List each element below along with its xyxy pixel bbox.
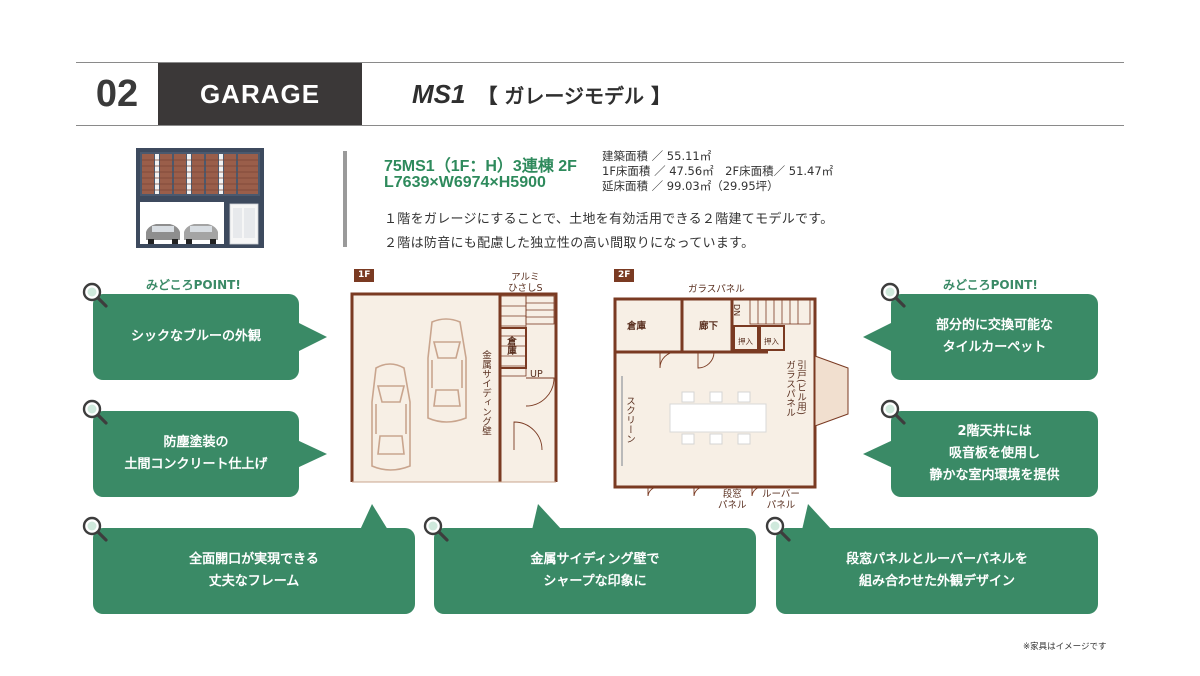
spec-building-area: 建築面積 ／ 55.11㎡ [602,149,712,163]
magnifier-icon [880,282,906,308]
plan-2f-step-window-label: 段窓 パネル [718,489,747,511]
callout-left-2: 防塵塗装の 土間コンクリート仕上げ [93,411,299,497]
callout-text: 全面開口が実現できる 丈夫なフレーム [189,552,319,589]
model-heading: MS1 【 ガレージモデル 】 [412,78,671,110]
callout-text: 段窓パネルとルーバーパネルを 組み合わせた外観デザイン [846,552,1028,589]
magnifier-icon [423,516,449,542]
magnifier-icon [765,516,791,542]
plan-2f-louver-label: ルーバー パネル [762,489,800,511]
header-top-rule [76,62,1124,63]
header-bottom-rule [76,125,1124,126]
model-name: 【 ガレージモデル 】 [477,83,671,108]
car-1 [146,224,180,244]
callout-right-2: 2階天井には 吸音板を使用し 静かな室内環境を提供 [891,411,1098,497]
callout-right-2-tail [863,440,893,468]
plan-1f-tag: 1F [354,269,375,282]
description-line-1: １階をガレージにすることで、土地を有効活用できる２階建てモデルです。 [384,212,834,227]
callout-bottom-3-tail [802,504,832,530]
callout-bottom-2: 金属サイディング壁で シャープな印象に [434,528,756,614]
facade-illustration [136,148,264,248]
plan-1f-storage-label: 倉庫 [505,336,516,355]
plan-2f-storage-label: 倉庫 [627,321,647,332]
magnifier-icon [82,516,108,542]
plan-2f-corridor-label: 廊下 [699,321,719,332]
magnifier-icon [82,399,108,425]
plan-2f-screen-label: スクリーン [624,396,635,444]
callout-text: 部分的に交換可能な タイルカーペット [935,318,1053,355]
callout-text: 防塵塗装の 土間コンクリート仕上げ [124,435,268,472]
callout-left-2-tail [297,440,327,468]
callout-bottom-1: 全面開口が実現できる 丈夫なフレーム [93,528,415,614]
callout-left-1-tail [297,322,327,352]
plan-2f-dn-label: DN [732,304,741,317]
right-point-label: みどころPOINT! [943,278,1038,292]
magnifier-icon [82,282,108,308]
car-top-view-1 [427,318,467,423]
plan-1f-wall-label: 金属サイディング壁 [480,350,491,436]
furniture-footnote: ※家具はイメージです [1023,642,1107,652]
callout-text: 2階天井には 吸音板を使用し 静かな室内環境を提供 [929,424,1060,483]
plan-1f-up-label: UP [530,369,543,380]
meeting-table [669,391,767,445]
callout-right-1: 部分的に交換可能な タイルカーペット [891,294,1098,380]
section-category: GARAGE [158,63,362,125]
callout-left-1: シックなブルーの外観 [93,294,299,380]
left-point-label: みどころPOINT! [146,278,241,292]
spec-model-line: 75MS1（1F：H）3連棟 2F [384,158,577,175]
callout-bottom-1-tail [360,504,388,530]
car-2 [184,224,218,244]
callout-bottom-2-tail [532,504,562,530]
section-number: 02 [95,72,139,115]
callout-text: シックなブルーの外観 [130,329,261,344]
spec-dimension-line: L7639×W6974×H5900 [384,174,546,191]
callout-text: 金属サイディング壁で シャープな印象に [530,552,660,589]
magnifier-icon [880,399,906,425]
plan-1f-eave-label: アルミ ひさしS [508,272,543,294]
spec-total-area: 延床面積 ／ 99.03㎡（29.95坪） [602,179,779,193]
spec-floor-area: 1F床面積 ／ 47.56㎡ 2F床面積／ 51.47㎡ [602,164,834,178]
plan-2f-closet-2-label: 押入 [764,337,779,346]
callout-right-1-tail [863,322,893,352]
spec-accent-bar [343,151,347,247]
upper-wood-panels [142,154,258,194]
plan-2f-closet-1-label: 押入 [738,337,753,346]
floor-plan-1f [350,290,558,483]
plan-2f-glass-panel-label: ガラスパネル [688,284,745,295]
description-line-2: ２階は防音にも配慮した独立性の高い間取りになっています。 [384,236,755,251]
car-top-view-2 [371,363,411,471]
plan-2f-tag: 2F [614,269,635,282]
plan-2f-sliding-door-label: 引戸(ビル用) ガラスパネル [784,360,806,417]
model-code: MS1 [412,78,466,109]
floor-plan-2f [613,297,849,496]
callout-bottom-3: 段窓パネルとルーバーパネルを 組み合わせた外観デザイン [776,528,1098,614]
